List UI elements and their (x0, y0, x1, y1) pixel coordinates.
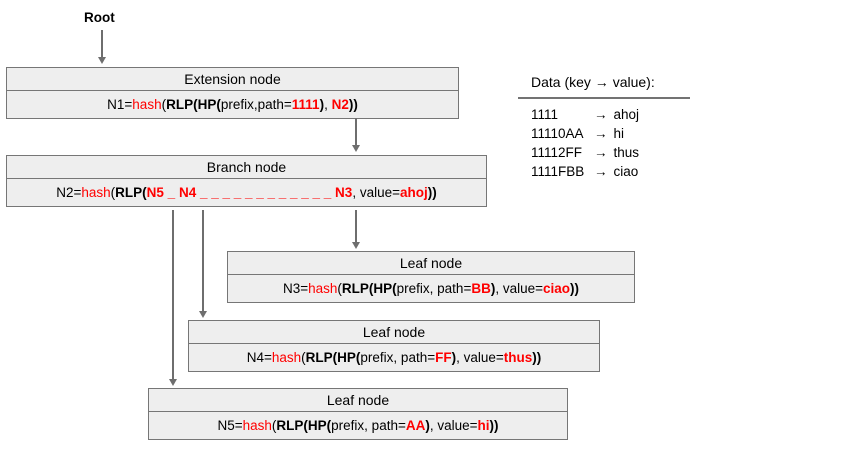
formula-segment: AA (405, 418, 426, 433)
arrow-extension-to-branch (351, 118, 360, 152)
formula-segment: ( (301, 350, 306, 365)
data-row-key: 1111 (531, 107, 559, 122)
formula-segment: , value= (352, 185, 400, 200)
branch-node-formula: N2=hash(RLP(N5 _ N4 _ _ _ _ _ _ _ _ _ _ … (7, 179, 486, 206)
leaf-node-n4-formula: N4=hash(RLP(HP(prefix, path=FF), value=t… (189, 344, 599, 371)
maps-to-arrow: → (594, 107, 608, 122)
formula-segment: N3= (282, 281, 309, 296)
formula-segment: RLP(HP( (166, 97, 221, 112)
branch-node-title: Branch node (7, 156, 486, 179)
data-row-key: 1111FBB (531, 164, 585, 179)
formula-segment: ) (319, 97, 325, 112)
formula-segment: )) (348, 97, 358, 112)
formula-segment: , value= (495, 281, 543, 296)
formula-segment: ) (451, 350, 457, 365)
maps-to-arrow: → (594, 145, 608, 160)
formula-segment: )) (489, 418, 499, 433)
formula-segment: ( (271, 418, 277, 433)
data-row: 11112FF → thus (531, 143, 690, 162)
formula-segment: N5= (217, 418, 243, 433)
formula-segment: hash (81, 185, 111, 200)
root-label: Root (84, 10, 115, 25)
formula-segment: , value= (429, 418, 478, 433)
formula-segment: RLP(HP( (305, 350, 361, 365)
formula-segment: prefix,path= (220, 97, 292, 112)
formula-segment: hi (477, 418, 490, 433)
arrow-root-to-extension (97, 30, 106, 64)
data-row-value: ciao (613, 164, 639, 179)
leaf-node-n5-title: Leaf node (149, 389, 567, 412)
data-row: 1111 → ahoj (531, 105, 690, 124)
formula-segment: FF (435, 350, 452, 365)
formula-segment: ) (490, 281, 496, 296)
formula-segment: RLP(HP( (276, 418, 332, 433)
formula-segment: N2= (56, 185, 82, 200)
formula-segment: hash (132, 97, 162, 112)
data-panel-rows: 1111 → ahoj 11110AA → hi 11112FF → thus 1111FB… (518, 99, 690, 181)
formula-segment: )) (570, 281, 580, 296)
formula-segment: RLP(HP( (341, 281, 397, 296)
formula-segment: prefix, path= (396, 281, 472, 296)
data-row-value: thus (613, 145, 640, 160)
formula-segment: , (324, 97, 332, 112)
arrow-branch-to-leaf-n4 (198, 210, 207, 318)
leaf-node-n5-formula: N5=hash(RLP(HP(prefix, path=AA), value=h… (149, 412, 567, 439)
extension-node-title: Extension node (7, 68, 458, 91)
extension-node-formula: N1=hash(RLP(HP(prefix,path=1111), N2)) (7, 91, 458, 118)
formula-segment: )) (427, 185, 437, 200)
formula-segment: prefix, path= (331, 418, 406, 433)
leaf-node-n5-box: Leaf node N5=hash(RLP(HP(prefix, path=AA… (148, 388, 568, 440)
formula-segment: ciao (543, 281, 571, 296)
data-row: 1111FBB → ciao (531, 162, 690, 181)
formula-segment: BB (471, 281, 491, 296)
formula-segment: prefix, path= (360, 350, 436, 365)
data-panel-title: Data (key → value): (518, 66, 690, 99)
extension-node-box: Extension node N1=hash(RLP(HP(prefix,pat… (6, 67, 459, 119)
maps-to-arrow: → (594, 126, 608, 141)
formula-segment: N5 _ N4 _ _ _ _ _ _ _ _ _ _ _ _ N3 (146, 185, 353, 200)
formula-segment: ( (161, 97, 167, 112)
formula-segment: ( (337, 281, 342, 296)
formula-segment: hash (308, 281, 338, 296)
data-row-key: 11112FF (531, 145, 583, 160)
formula-segment: ) (425, 418, 430, 433)
formula-segment: hash (271, 350, 302, 365)
data-row-value: hi (613, 126, 625, 141)
formula-segment: ( (110, 185, 116, 200)
data-row-value: ahoj (613, 107, 640, 122)
data-key-value-panel: Data (key → value): 1111 → ahoj 11110AA → hi… (518, 66, 690, 181)
formula-segment: N2 (331, 97, 349, 112)
formula-segment: N4= (246, 350, 272, 365)
formula-segment: )) (532, 350, 542, 365)
branch-node-box: Branch node N2=hash(RLP(N5 _ N4 _ _ _ _ … (6, 155, 487, 207)
data-row: 11110AA → hi (531, 124, 690, 143)
leaf-node-n4-box: Leaf node N4=hash(RLP(HP(prefix, path=FF… (188, 320, 600, 372)
formula-segment: thus (503, 350, 533, 365)
leaf-node-n3-formula: N3=hash(RLP(HP(prefix, path=BB), value=c… (228, 275, 634, 302)
formula-segment: RLP( (115, 185, 147, 200)
arrow-branch-to-leaf-n5 (168, 210, 177, 386)
leaf-node-n4-title: Leaf node (189, 321, 599, 344)
formula-segment: hash (242, 418, 272, 433)
formula-segment: , value= (456, 350, 504, 365)
maps-to-arrow: → (594, 164, 608, 179)
leaf-node-n3-title: Leaf node (228, 252, 634, 275)
leaf-node-n3-box: Leaf node N3=hash(RLP(HP(prefix, path=BB… (227, 251, 635, 303)
formula-segment: N1= (107, 97, 133, 112)
data-row-key: 11110AA (531, 126, 584, 141)
arrow-branch-to-leaf-n3 (351, 210, 360, 249)
formula-segment: 1111 (291, 97, 320, 112)
formula-segment: ahoj (399, 185, 428, 200)
